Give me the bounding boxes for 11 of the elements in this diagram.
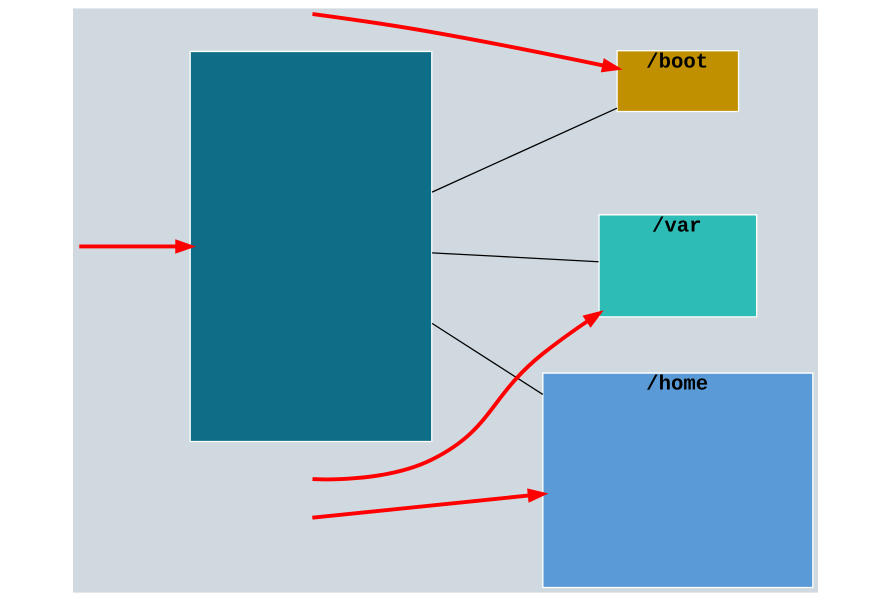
arrow (312, 310, 604, 482)
arrow (79, 239, 196, 254)
arrow (312, 488, 548, 520)
node-box: /home (542, 372, 814, 588)
connector (432, 322, 544, 395)
arrow (312, 12, 623, 72)
node-box: /var (598, 214, 758, 318)
node-box: /boot (616, 50, 740, 112)
connector (432, 252, 599, 262)
node-box (190, 50, 432, 442)
connector (432, 108, 618, 193)
